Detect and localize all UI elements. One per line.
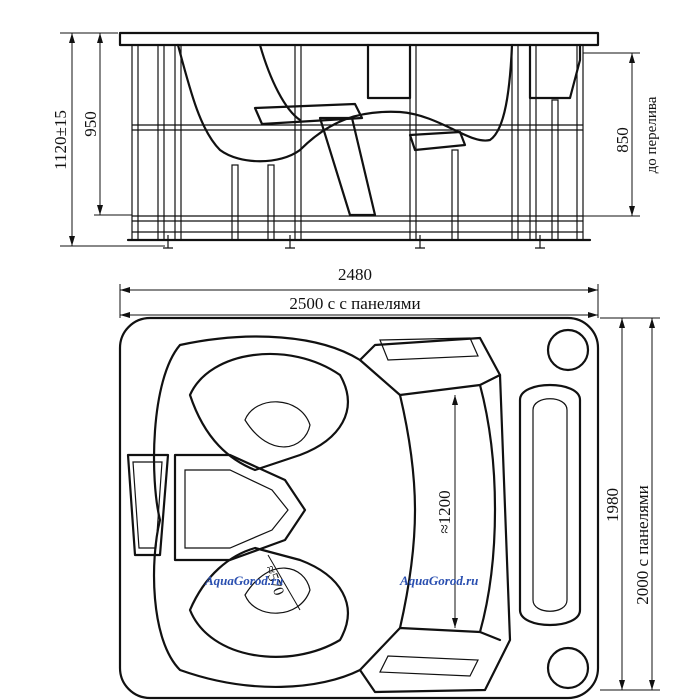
corner-circle-bottom xyxy=(546,646,590,690)
label-width-panels: 2000 с панелями xyxy=(633,485,652,605)
label-to-overflow-note: до перелива xyxy=(644,96,660,173)
bowl-outline xyxy=(152,335,512,694)
handle-right xyxy=(518,383,582,627)
headrest xyxy=(366,43,412,100)
top-view: 2480 2500 с с панелями 1980 2000 с панел… xyxy=(118,265,660,700)
corner-circle-top xyxy=(546,328,590,372)
dim-total-height: 1120±15 xyxy=(51,32,165,247)
label-length: 2480 xyxy=(338,265,372,284)
side-step xyxy=(528,43,582,100)
label-width: 1980 xyxy=(603,488,622,522)
label-inner-length: ≈1200 xyxy=(435,490,454,533)
lounge-left xyxy=(398,393,417,630)
tub-shell-profile xyxy=(176,43,514,163)
side-rim xyxy=(118,31,600,47)
side-view: 1120±15 950 850 до перелива xyxy=(51,31,660,249)
feet xyxy=(163,235,545,249)
lounge-edges xyxy=(358,358,502,672)
seat-left xyxy=(253,102,364,126)
label-tub-height: 950 xyxy=(81,111,100,137)
seat-lower xyxy=(188,546,349,658)
dim-width: 1980 xyxy=(600,317,660,691)
dim-length: 2480 xyxy=(119,265,599,318)
label-length-panels: 2500 с с панелями xyxy=(289,294,420,313)
headrest-center xyxy=(173,453,307,562)
label-total-height: 1120±15 xyxy=(51,110,70,170)
tub-outline xyxy=(118,316,600,700)
lounge-right xyxy=(478,383,497,634)
dim-inner-length: ≈1200 xyxy=(435,395,458,628)
watermark-left: AquaGorod.ru xyxy=(204,573,283,588)
seat-right xyxy=(408,130,467,152)
dim-length-panels: 2500 с с панелями xyxy=(120,294,598,318)
dim-to-overflow: 850 до перелива xyxy=(583,52,660,217)
dim-tub-height: 950 xyxy=(81,33,132,216)
seat-backrest xyxy=(318,116,377,217)
watermark-right: AquaGorod.ru xyxy=(399,573,478,588)
tub-shell-inner xyxy=(258,43,302,122)
label-to-overflow-value: 850 xyxy=(613,127,632,153)
dim-width-panels: 2000 с панелями xyxy=(633,318,655,690)
seat-upper xyxy=(188,352,349,472)
